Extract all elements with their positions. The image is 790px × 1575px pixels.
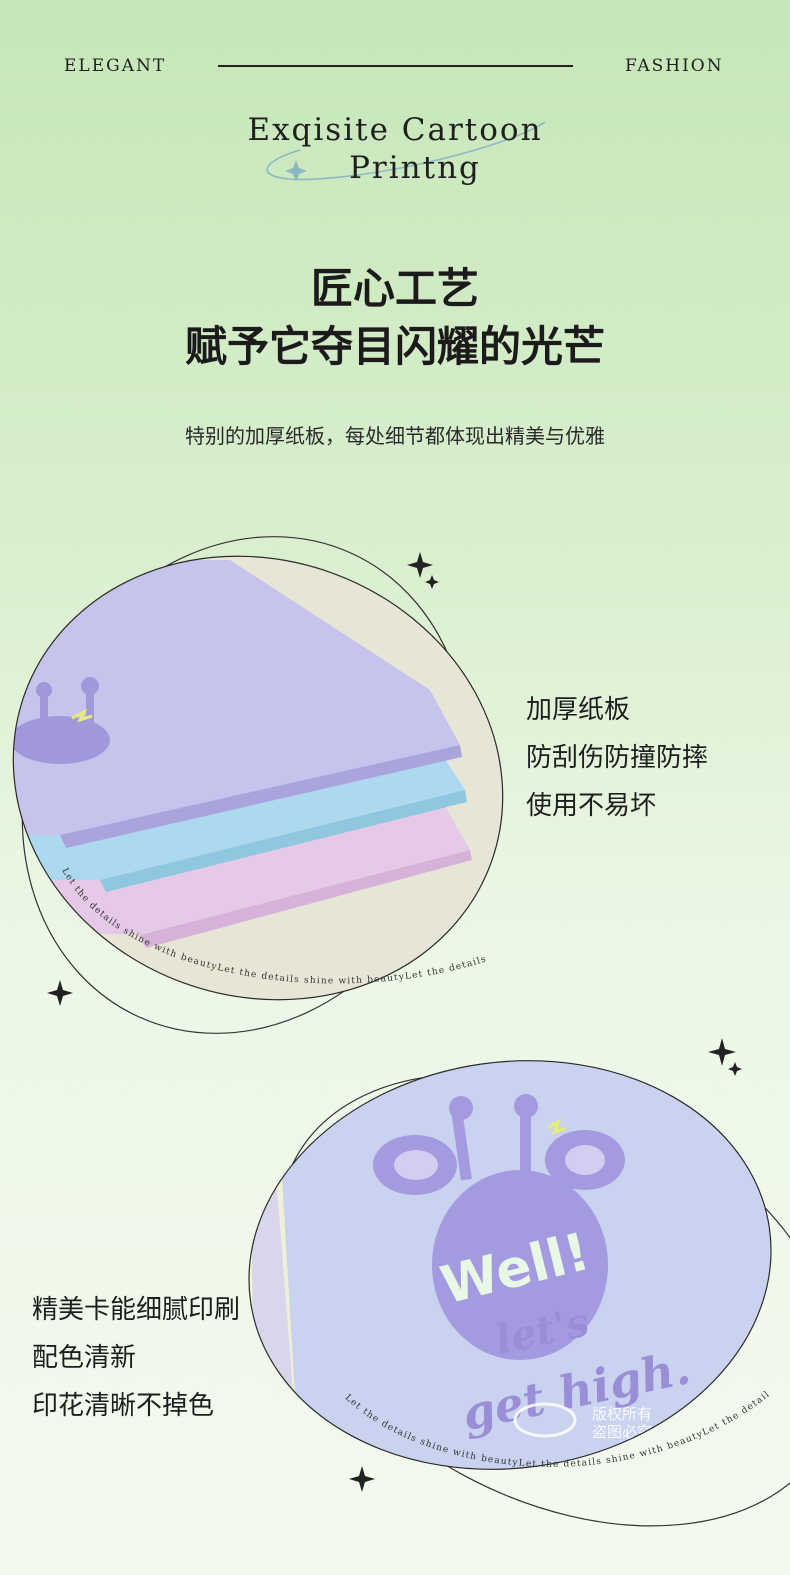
sparkle-icon: [285, 160, 307, 182]
photo-border: [12, 555, 504, 1001]
header-right-label: FASHION: [625, 56, 724, 76]
top-photo: [0, 540, 520, 1020]
sparkle-icon: [425, 575, 439, 589]
headline-line-1: 匠心工艺: [310, 264, 479, 313]
photo-border: [248, 1060, 772, 1470]
feature-item: 印花清晰不掉色: [32, 1391, 215, 1421]
title-line-1: Exqisite Cartoon: [247, 112, 543, 148]
headline-line-2: 赋予它夺目闪耀的光芒: [184, 322, 605, 371]
title-swoosh: [266, 121, 546, 181]
subtitle: 特别的加厚纸板，每处细节都体现出精美与优雅: [185, 424, 605, 448]
header-left-label: ELEGANT: [64, 56, 167, 76]
sparkle-icon: [407, 552, 433, 578]
sparkle-icon: [47, 980, 73, 1006]
feature-list-bottom: 精美卡能细腻印刷 配色清新 印花清晰不掉色: [32, 1286, 240, 1430]
sparkle-icon: [728, 1062, 742, 1076]
sparkle-icon: [349, 1466, 375, 1492]
feature-item: 使用不易坏: [526, 791, 657, 821]
header-divider: [218, 65, 573, 67]
watermark-line-2: 盗图必究: [592, 1423, 652, 1441]
feature-item: 配色清新: [32, 1343, 137, 1373]
feature-list-top: 加厚纸板 防刮伤防撞防摔 使用不易坏: [526, 686, 708, 830]
feature-item: 精美卡能细腻印刷: [32, 1295, 241, 1325]
sparkle-icon: [708, 1038, 736, 1066]
feature-item: 防刮伤防撞防摔: [526, 743, 709, 773]
bottom-photo: Well! let's get high. 版权所有 盗图必究: [240, 1050, 780, 1490]
watermark-line-1: 版权所有: [592, 1405, 652, 1423]
feature-item: 加厚纸板: [526, 695, 631, 725]
title-line-2: Printng: [349, 150, 481, 186]
